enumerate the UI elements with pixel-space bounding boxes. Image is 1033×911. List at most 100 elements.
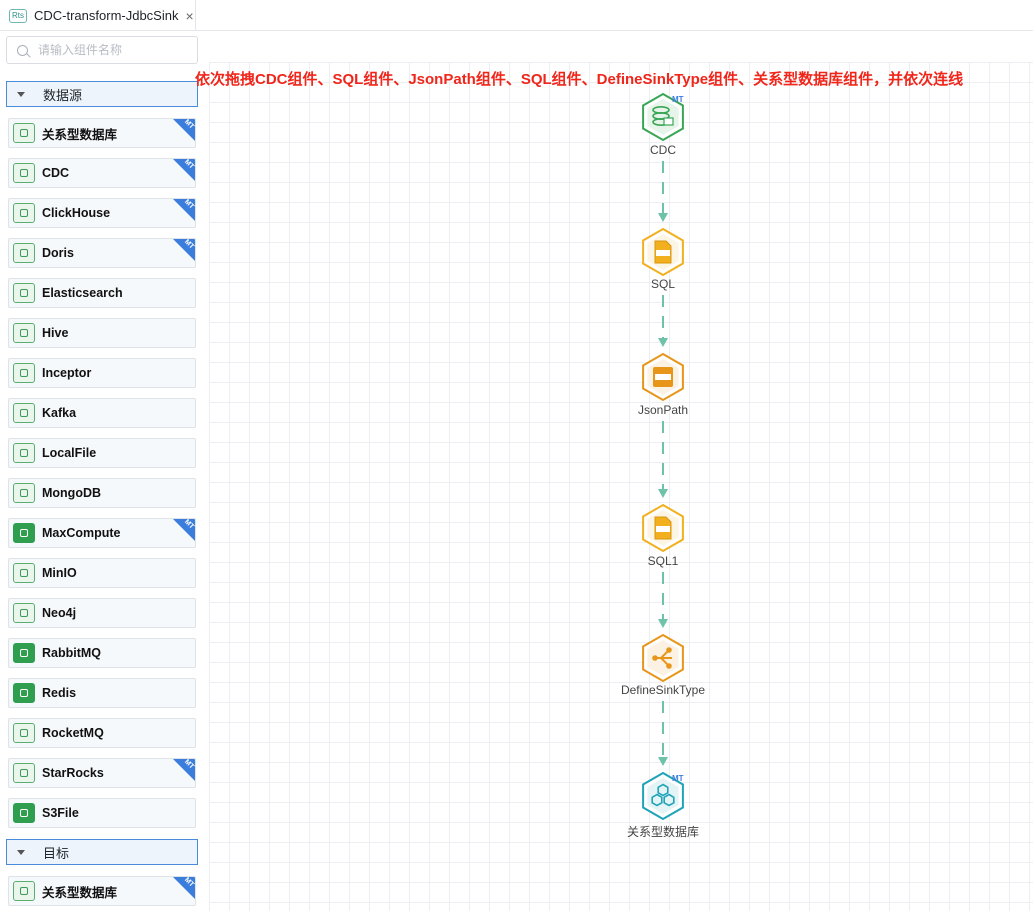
mt-badge [173,199,195,221]
sql-file-icon [654,240,672,264]
source-item[interactable]: LocalFile [8,438,196,468]
component-icon [13,403,35,423]
node-label: CDC [650,143,676,157]
mt-badge [173,239,195,261]
edge-arrow-icon [658,757,668,766]
component-name: RabbitMQ [42,646,102,660]
mt-badge [173,877,195,899]
component-icon [13,203,35,223]
component-icon [13,283,35,303]
group-header-target[interactable]: 目标 [6,839,198,865]
component-name: LocalFile [42,446,97,460]
component-icon [13,763,35,783]
component-icon [13,483,35,503]
edge-arrow-icon [658,213,668,222]
mt-badge [173,759,195,781]
mt-badge [173,119,195,141]
edge-arrow-icon [658,338,668,347]
component-name: 关系型数据库 [42,885,118,900]
component-icon [13,603,35,623]
component-name: RocketMQ [42,726,104,740]
search-input[interactable] [38,43,188,57]
component-name: Doris [42,246,74,260]
component-icon [13,523,35,543]
component-icon [13,163,35,183]
mt-badge-label: MT [672,95,684,104]
group-label-source: 数据源 [43,87,83,103]
flow-canvas[interactable] [209,62,1033,911]
component-name: Redis [42,686,77,700]
component-name: Elasticsearch [42,286,123,300]
source-item[interactable]: Inceptor [8,358,196,388]
component-name: MongoDB [42,486,102,500]
component-icon [13,243,35,263]
source-item[interactable]: Neo4j [8,598,196,628]
component-name: MinIO [42,566,77,580]
group-label-target: 目标 [43,845,70,861]
flow-node[interactable] [642,227,684,277]
source-item[interactable]: S3File [8,798,196,828]
component-name: Neo4j [42,606,77,620]
caret-down-icon [17,849,25,855]
component-name: StarRocks [42,766,104,780]
hexagon-cluster-icon [651,783,675,807]
component-icon [13,683,35,703]
search-box[interactable] [6,36,198,64]
flow-node[interactable] [642,633,684,683]
search-icon [17,44,28,56]
mt-badge [173,519,195,541]
node-label: 关系型数据库 [626,825,699,839]
source-item[interactable]: Elasticsearch [8,278,196,308]
component-name: Inceptor [42,366,92,380]
component-icon [13,323,35,343]
source-item[interactable]: MongoDB [8,478,196,508]
rts-badge-icon: Rts [9,8,27,23]
component-name: ClickHouse [42,206,111,220]
component-icon [13,803,35,823]
source-item[interactable]: Hive [8,318,196,348]
sql-file-icon [654,516,672,540]
edge-arrow-icon [658,619,668,628]
close-icon[interactable]: × [185,7,194,24]
component-name: Hive [42,326,69,340]
source-item[interactable]: Redis [8,678,196,708]
flow-node[interactable] [642,352,684,402]
flow-node[interactable] [642,503,684,553]
component-name: S3File [42,806,79,820]
component-name: 关系型数据库 [42,127,118,142]
tab-bar: Rts CDC-transform-JdbcSink × [0,0,1033,31]
group-header-source[interactable]: 数据源 [6,81,198,107]
flow-node[interactable]: MT [642,92,684,142]
component-icon [13,443,35,463]
instruction-text: 依次拖拽CDC组件、SQL组件、JsonPath组件、SQL组件、DefineS… [195,71,964,88]
node-label: JsonPath [637,403,689,417]
flow-node[interactable]: MT [642,771,684,821]
component-icon [13,723,35,743]
node-label: SQL [650,277,675,291]
component-icon [13,563,35,583]
component-name: MaxCompute [42,526,121,540]
caret-down-icon [17,91,25,97]
component-icon [13,363,35,383]
share-nodes-icon [652,647,672,669]
source-item[interactable]: Kafka [8,398,196,428]
component-name: CDC [42,166,70,180]
node-label: SQL1 [647,554,679,568]
component-icon [13,643,35,663]
tab-cdc-transform[interactable]: Rts CDC-transform-JdbcSink × [0,0,196,31]
component-name: Kafka [42,406,77,420]
source-item[interactable]: MinIO [8,558,196,588]
component-icon [13,123,35,143]
source-item[interactable]: RabbitMQ [8,638,196,668]
tab-title: CDC-transform-JdbcSink [34,8,179,23]
source-item[interactable]: RocketMQ [8,718,196,748]
